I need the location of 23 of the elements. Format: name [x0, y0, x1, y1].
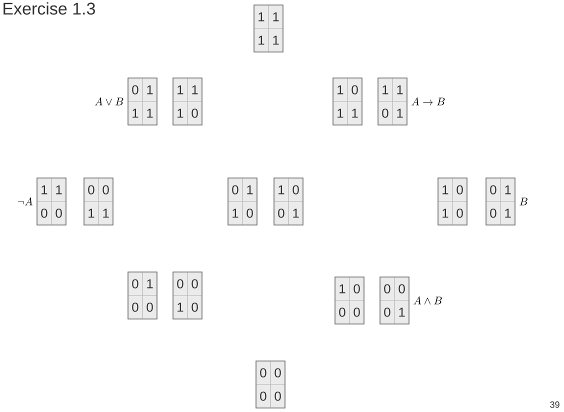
truth-table: 0 0 1 1: [84, 178, 114, 226]
truth-table: 0 1 1 1: [128, 78, 158, 126]
truth-table: 1 1 1 1: [254, 4, 284, 52]
truth-table: 1 0 0 1: [274, 178, 304, 226]
truth-table: 0 0 0 1: [380, 276, 410, 324]
formula-label: $A \vee B$: [94, 97, 124, 106]
truth-table: 0 0 1 0: [172, 272, 202, 320]
formula-label: $B$: [520, 198, 528, 206]
truth-table: 1 0 1 0: [438, 178, 468, 226]
truth-table: 1 1 0 1: [378, 78, 408, 126]
truth-table: 0 1 1 0: [228, 178, 258, 226]
truth-table: 1 1 1 0: [172, 78, 202, 126]
truth-table: 0 0 0 0: [256, 360, 286, 408]
truth-table: 1 0 1 1: [332, 78, 362, 126]
truth-table: 0 1 0 1: [486, 178, 516, 226]
truth-table: 1 1 0 0: [36, 178, 66, 226]
formula-label: $\neg A$: [18, 197, 32, 206]
formula-label: $A \to B$: [412, 97, 445, 106]
page-number: 39: [550, 401, 560, 408]
truth-table: 1 0 0 0: [334, 276, 364, 324]
truth-table: 0 1 0 0: [128, 272, 158, 320]
title: Exercise 1.3: [4, 2, 95, 15]
formula-label: $A \wedge B$: [414, 296, 442, 304]
